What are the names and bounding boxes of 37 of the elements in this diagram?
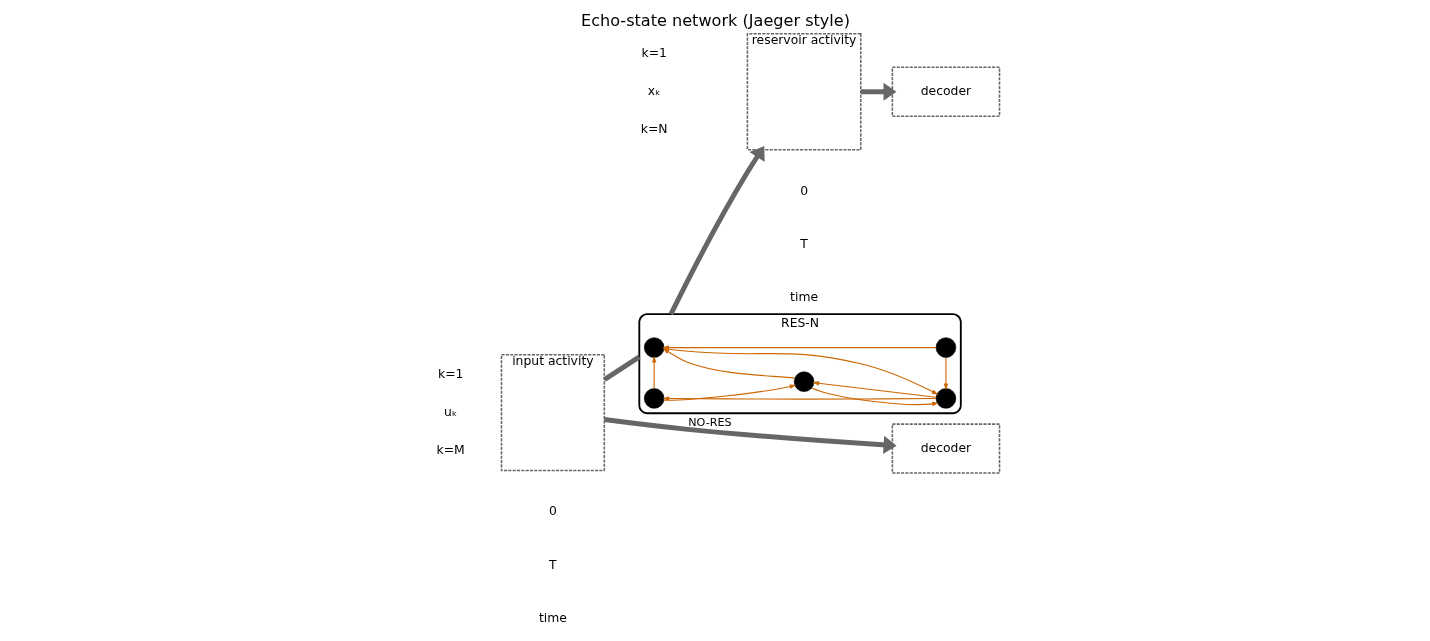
arrow — [662, 348, 795, 379]
label: 0 — [548, 504, 557, 519]
diagram-title: Echo-state network (Jaeger style) — [580, 11, 850, 31]
arrow — [661, 345, 936, 350]
label: k=1 — [640, 46, 667, 61]
arrow — [810, 387, 939, 407]
label: T — [799, 236, 808, 251]
arrow — [663, 384, 796, 401]
label: xₖ — [647, 83, 660, 98]
edge-label: NO-RES — [687, 415, 732, 429]
arrow — [668, 146, 765, 316]
arrow — [860, 82, 896, 101]
label: T — [548, 557, 557, 572]
arrow — [651, 355, 656, 390]
arrow — [811, 381, 936, 398]
node-box: input activity — [500, 353, 605, 472]
arrow — [663, 348, 938, 395]
arrow — [662, 396, 936, 401]
label: k=M — [436, 442, 465, 457]
label: time — [538, 611, 567, 626]
node-circle — [793, 371, 814, 392]
node-box: decoder — [891, 66, 1000, 117]
node-circle — [643, 337, 664, 358]
node-circle — [935, 337, 956, 358]
label: 0 — [799, 183, 808, 198]
node-box: reservoir activity — [746, 33, 862, 151]
label: k=1 — [437, 366, 463, 381]
arrow — [943, 357, 948, 391]
connector — [602, 354, 641, 382]
label: uₖ — [443, 404, 457, 419]
cluster: RES-N — [637, 313, 962, 415]
label: k=N — [640, 121, 668, 136]
label: time — [789, 290, 818, 305]
node-circle — [643, 388, 664, 409]
arrow — [603, 417, 897, 454]
node-box: decoder — [891, 423, 1000, 474]
node-circle — [935, 388, 956, 409]
